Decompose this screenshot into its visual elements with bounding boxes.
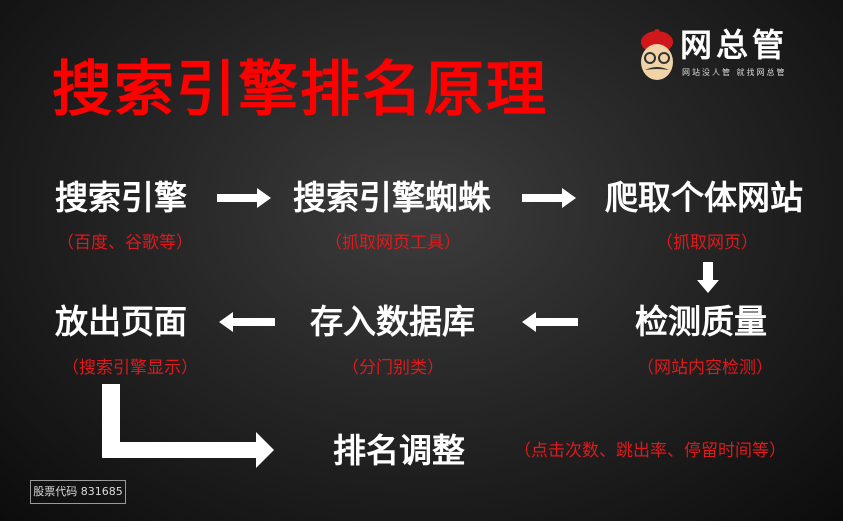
arrow-down-icon — [697, 262, 719, 293]
node-spider-sub: （抓取网页工具） — [325, 233, 461, 253]
logo-slogan: 网站没人管 就找网总管 — [682, 68, 787, 77]
node-check: 检测质量 — [635, 302, 767, 341]
stock-code-box: 股票代码 831685 — [30, 480, 126, 504]
node-store: 存入数据库 — [310, 302, 475, 341]
node-rank-sub: （点击次数、跳出率、停留时间等） — [514, 441, 786, 461]
node-rank: 排名调整 — [333, 431, 465, 470]
stock-code: 831685 — [80, 485, 123, 498]
page-title: 搜索引擎排名原理 — [52, 55, 548, 125]
node-crawl-sub: （抓取网页） — [656, 233, 758, 253]
stock-label: 股票代码 — [33, 485, 78, 498]
node-search-engine: 搜索引擎 — [55, 178, 187, 217]
logo-name: 网总管 — [680, 26, 789, 64]
arrow-left-icon — [219, 312, 275, 332]
node-check-sub: （网站内容检测） — [637, 358, 773, 378]
arrow-left-icon — [522, 312, 578, 332]
node-spider: 搜索引擎蜘蛛 — [293, 178, 491, 217]
node-publish: 放出页面 — [55, 302, 187, 341]
node-crawl: 爬取个体网站 — [605, 178, 803, 217]
arrow-right-icon — [217, 188, 271, 208]
node-search-engine-sub: （百度、谷歌等） — [57, 233, 193, 253]
arrow-elbow-icon — [102, 384, 274, 468]
arrow-right-icon — [522, 188, 576, 208]
mascot-logo-icon — [641, 29, 673, 80]
node-publish-sub: （搜索引擎显示） — [62, 358, 198, 378]
node-store-sub: （分门别类） — [342, 358, 444, 378]
